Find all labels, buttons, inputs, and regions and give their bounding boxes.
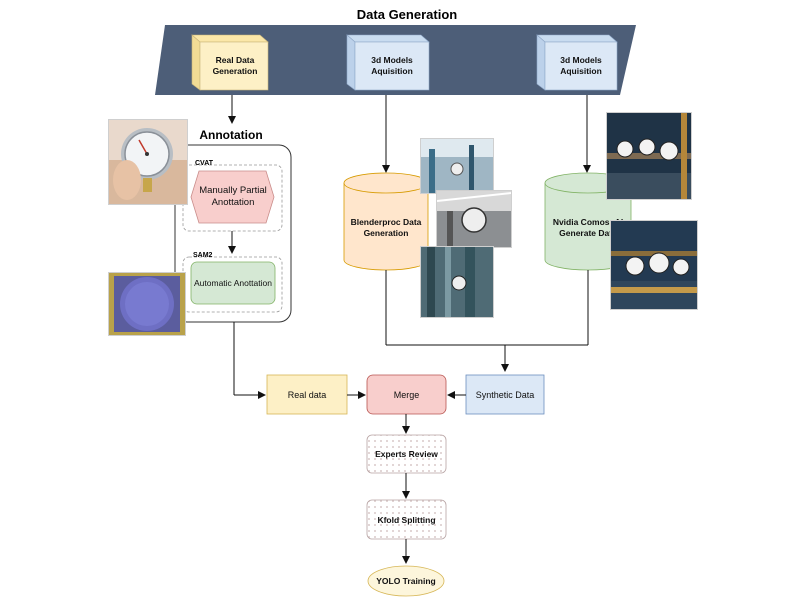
manual-annotation-label: Manually Partial Anottation [199,185,267,208]
industrial-scene-photo-1 [420,138,494,194]
annotation-title: Annotation [199,128,262,142]
blenderproc-label: Blenderproc Data Generation [350,217,422,238]
diagram-title: Data Generation [357,7,457,22]
3d-models-aquisition-box-1 [346,34,430,91]
pipe-gauges-photo-2 [610,220,698,310]
3d-models-aquisition-label-2: 3d Models Aquisition [560,55,602,76]
real-data-generation-box [191,34,269,91]
cvat-label: CVAT [195,160,214,167]
blenderproc-cylinder [343,172,429,271]
real-data-generation-label: Real Data Generation [212,55,258,76]
manual-annotation-hexagon [190,170,275,224]
real-data-box [266,374,348,415]
pressure-gauge-photo [108,119,188,205]
3d-models-aquisition-label-1: 3d Models Aquisition [371,55,413,76]
3d-models-aquisition-box-2 [536,34,618,91]
yolo-training-label: YOLO Training [376,576,436,586]
purple-gauge-photo [108,272,186,336]
automatic-annotation-box [190,261,276,305]
sam2-label: SAM2 [193,252,213,259]
automatic-annotation-label: Automatic Anottation [194,277,272,288]
yolo-training-ellipse [367,565,445,597]
synthetic-data-label: Synthetic Data [475,389,535,400]
kfold-splitting-label: Kfold Splitting [377,514,436,525]
experts-review-label: Experts Review [375,449,438,459]
nvidia-cosmos-label: Nvidia Comos -AI Generate Data [552,217,624,238]
pipe-gauges-photo-1 [606,112,692,200]
real-data-label: Real data [287,389,327,400]
merge-label: Merge [393,389,420,400]
industrial-scene-photo-2 [436,190,512,248]
industrial-scene-photo-3 [420,246,494,318]
